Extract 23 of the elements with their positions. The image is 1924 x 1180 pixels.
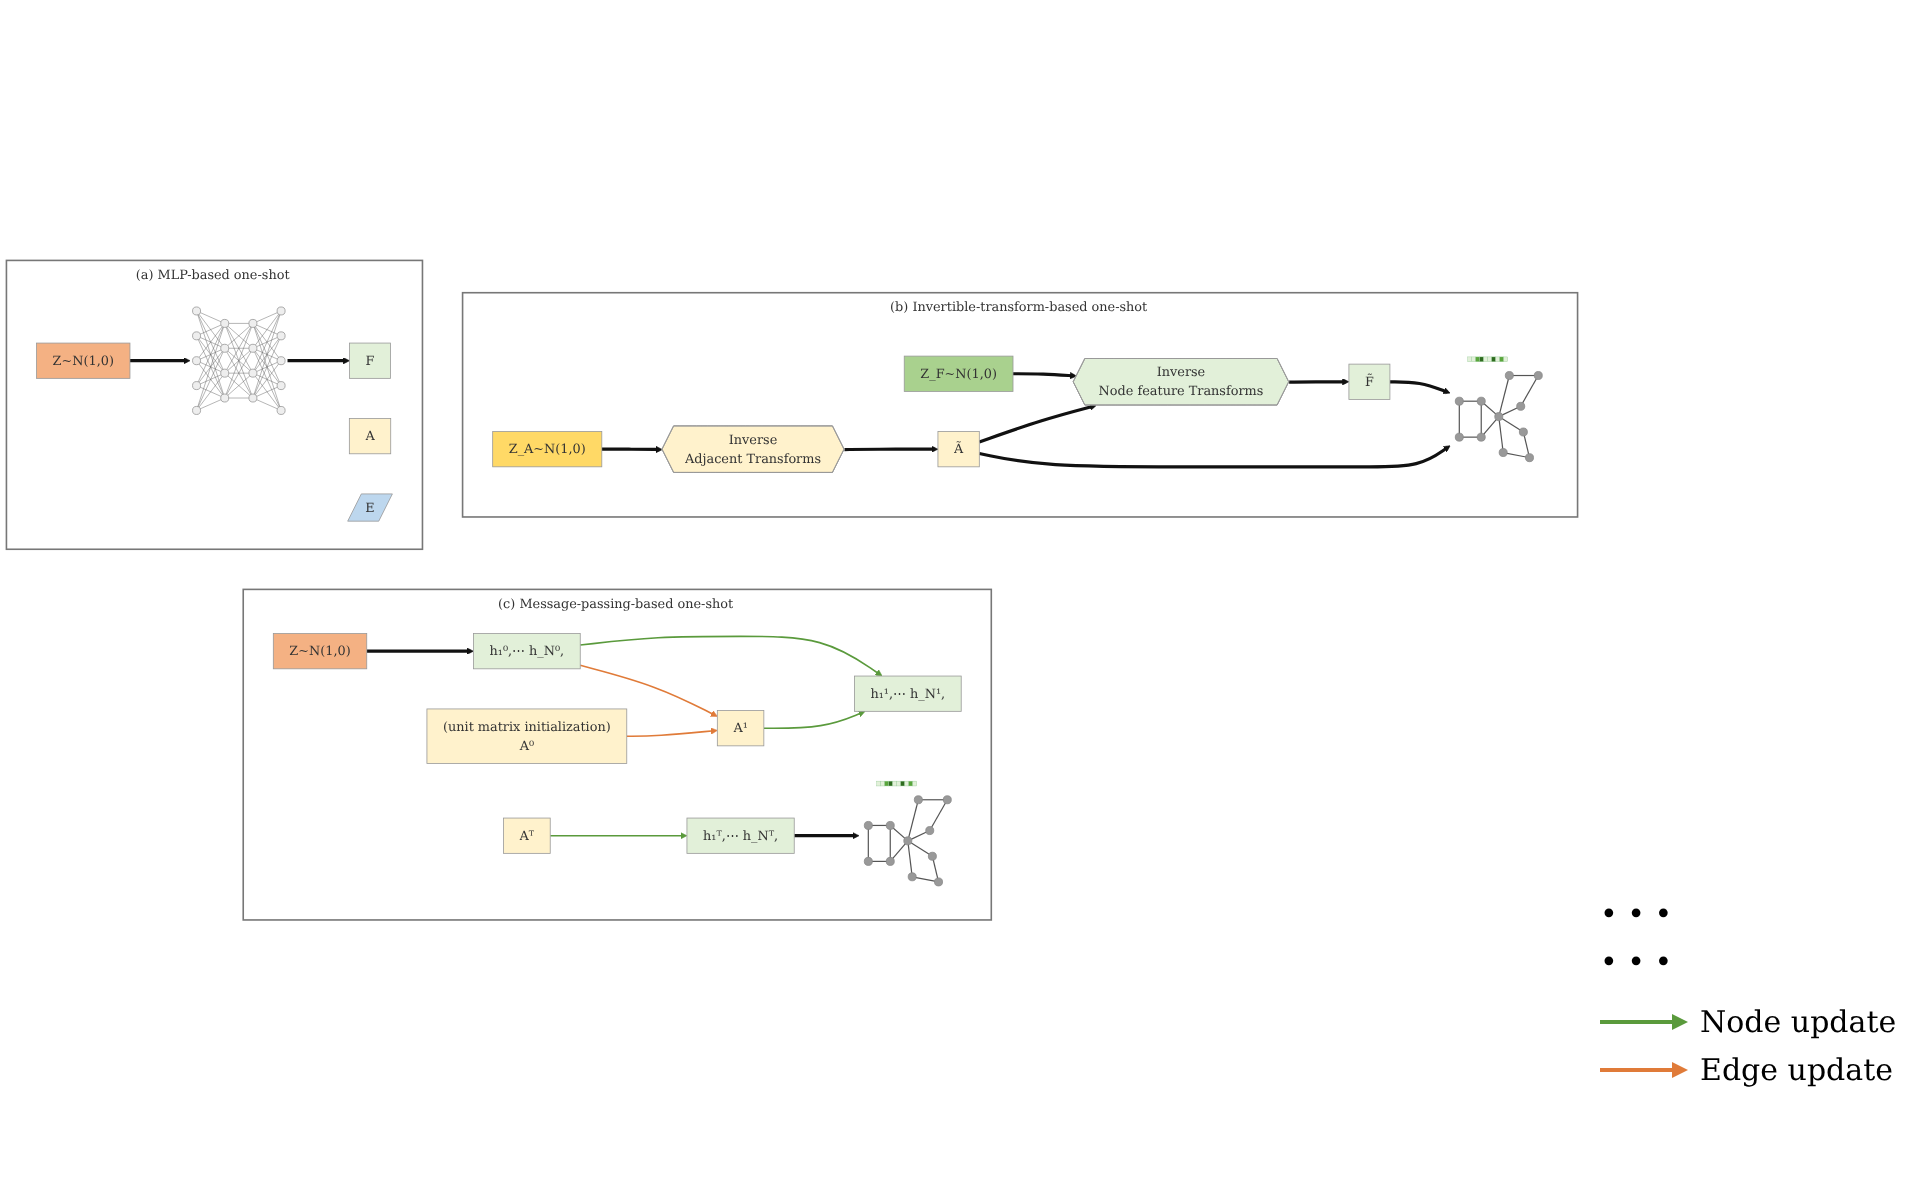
legend-text: Edge update xyxy=(1700,1052,1894,1088)
arrow xyxy=(979,445,1451,469)
arrow xyxy=(763,710,866,729)
legend-text: Node update xyxy=(1700,1004,1897,1040)
arrow xyxy=(1389,380,1451,394)
graph-drawing xyxy=(1454,356,1543,462)
arrow xyxy=(579,664,718,717)
graph-drawing xyxy=(863,780,952,887)
arrow xyxy=(601,445,663,453)
arrow xyxy=(366,647,474,655)
arrow xyxy=(978,403,1097,444)
neural-network-drawing xyxy=(192,306,286,415)
ellipsis-text: • • • xyxy=(1600,944,1675,980)
arrow xyxy=(1289,378,1350,386)
arrow xyxy=(579,635,883,677)
ellipsis-text: • • • xyxy=(1600,896,1675,932)
arrow xyxy=(794,832,860,840)
arrow xyxy=(287,357,350,365)
arrow xyxy=(549,832,688,840)
arrow xyxy=(625,727,718,737)
arrow xyxy=(844,445,939,453)
arrow xyxy=(1013,371,1077,379)
arrow xyxy=(129,357,191,365)
